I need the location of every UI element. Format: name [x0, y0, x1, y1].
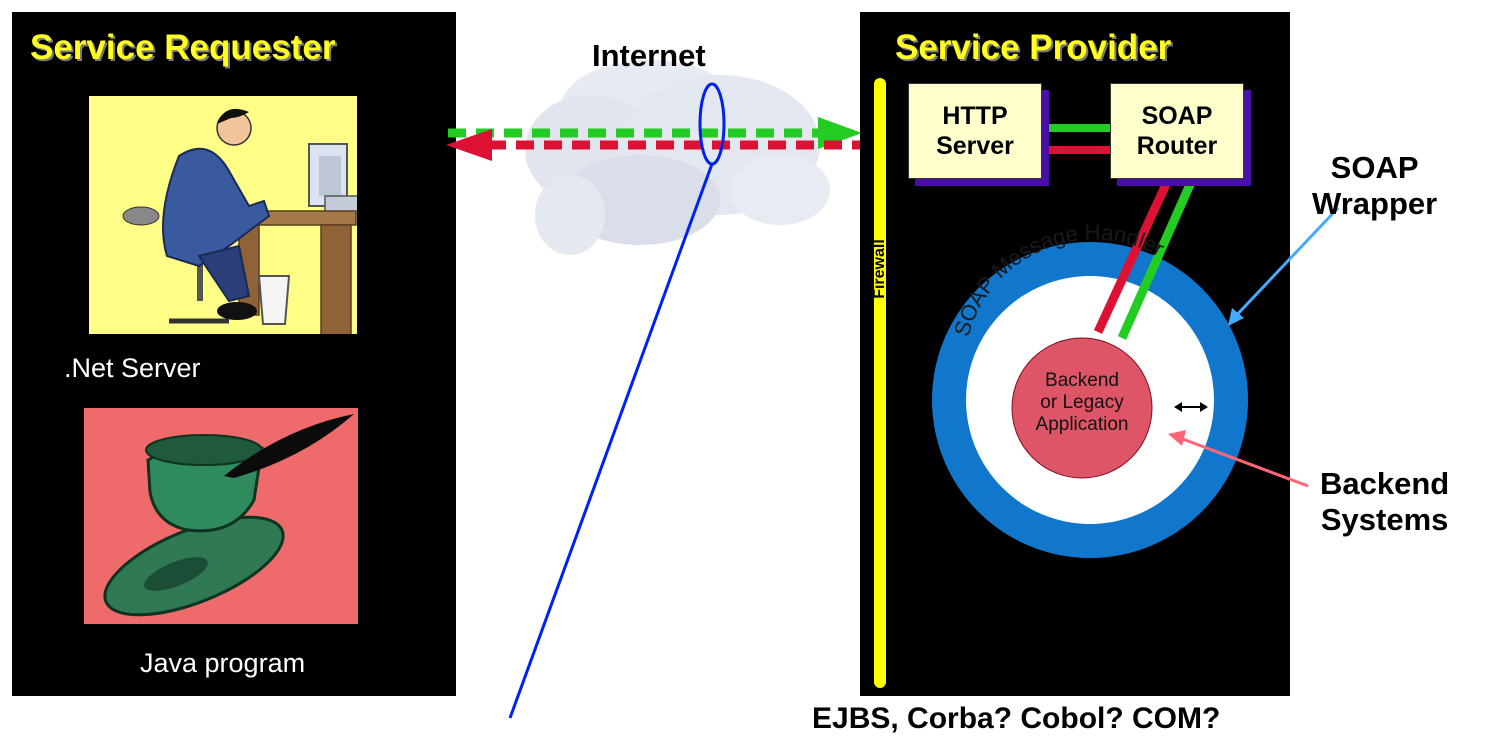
response-arrowhead [446, 129, 492, 161]
soap-wrapper-line1: SOAP [1330, 150, 1419, 185]
java-illustration [84, 408, 358, 624]
soap-router-line2: Router [1136, 132, 1218, 160]
http-server-box: HTTP Server [908, 83, 1042, 179]
backend-circle [1011, 337, 1153, 479]
person-at-computer-icon [122, 108, 357, 334]
backend-line2: or Legacy [1040, 392, 1124, 413]
service-provider-title: Service Provider [895, 28, 1172, 67]
backend-systems-line1: Backend [1320, 466, 1450, 501]
service-requester-title: Service Requester [30, 28, 336, 67]
http-server-line1: HTTP [942, 102, 1008, 130]
java-cup-icon [103, 414, 354, 617]
backend-circle-text: Backend or Legacy Application [1012, 370, 1152, 436]
firewall-bar [874, 78, 886, 688]
soap-router-box: SOAP Router [1110, 83, 1244, 179]
soap-wrapper-callout: SOAP Wrapper [1312, 150, 1437, 222]
bottom-caption: EJBS, Corba? Cobol? COM? [812, 702, 1221, 735]
internet-label: Internet [592, 38, 706, 73]
soap-wrapper-line2: Wrapper [1312, 186, 1438, 221]
internet-cloud-icon [525, 60, 830, 255]
backend-systems-callout: Backend Systems [1320, 466, 1449, 538]
internet-pointer-line [508, 163, 714, 719]
http-server-line2: Server [936, 132, 1014, 160]
backend-line3: Application [1035, 414, 1129, 435]
net-server-illustration [89, 96, 357, 334]
soap-router-line1: SOAP [1141, 102, 1213, 130]
net-server-label: .Net Server [64, 353, 201, 383]
backend-systems-line2: Systems [1320, 502, 1449, 537]
backend-line1: Backend [1045, 370, 1119, 391]
java-program-label: Java program [140, 648, 306, 678]
